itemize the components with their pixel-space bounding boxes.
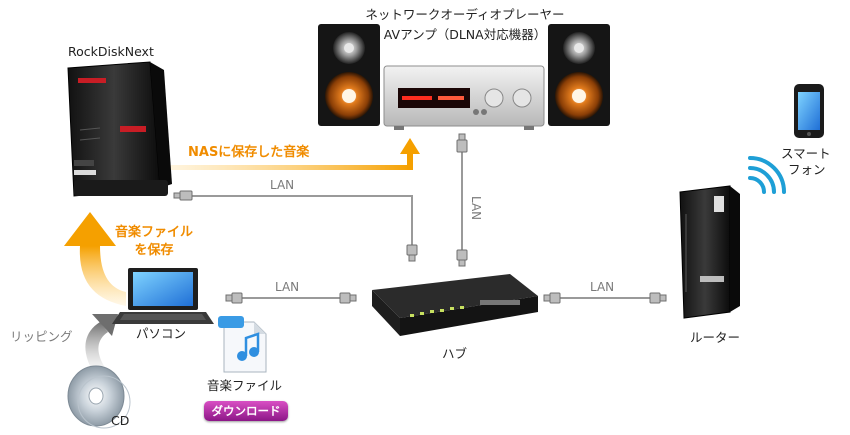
cd-label: CD xyxy=(111,413,130,428)
av-amplifier xyxy=(383,65,545,130)
nas-label: RockDiskNext xyxy=(68,44,154,59)
cd-to-pc-ripping-arrow xyxy=(85,314,118,366)
left-speaker xyxy=(318,24,380,126)
player-title-line2: AVアンプ（DLNA対応機器） xyxy=(383,27,547,42)
music-save-label-line1: 音楽ファイル xyxy=(114,225,193,240)
lan-label-amp-hub: LAN xyxy=(469,196,483,221)
hub-device xyxy=(372,274,538,336)
nas-device xyxy=(67,61,172,197)
lan-plug-connectors xyxy=(173,133,667,304)
music-file-icon xyxy=(218,316,267,373)
pc-to-nas-save-arrow xyxy=(64,212,126,306)
download-badge: ダウンロード xyxy=(204,401,288,421)
cd-disc xyxy=(67,365,131,429)
ripping-label: リッピング xyxy=(10,329,73,344)
music-save-label-line2: を保存 xyxy=(134,243,174,258)
music-file-label: 音楽ファイル xyxy=(207,378,283,393)
pc-label: パソコン xyxy=(136,326,187,341)
smartphone-label-line1: スマート xyxy=(781,146,831,161)
lan-cable-nas-hub xyxy=(192,195,413,247)
nas-save-label: NASに保存した音楽 xyxy=(188,145,310,160)
lan-label-nas-hub: LAN xyxy=(270,178,295,192)
smartphone-device xyxy=(794,84,824,138)
router-device xyxy=(679,185,740,319)
wifi-signal xyxy=(748,156,786,194)
router-label: ルーター xyxy=(690,330,741,345)
lan-label-pc-hub: LAN xyxy=(275,280,300,294)
lan-label-hub-router: LAN xyxy=(590,280,615,294)
player-title-line1: ネットワークオーディオプレーヤー xyxy=(365,7,565,22)
laptop-device xyxy=(112,268,214,324)
hub-label: ハブ xyxy=(442,346,468,361)
nas-to-amp-flow-arrow xyxy=(162,138,420,170)
smartphone-label-line2: フォン xyxy=(788,162,826,177)
right-speaker xyxy=(548,24,610,126)
